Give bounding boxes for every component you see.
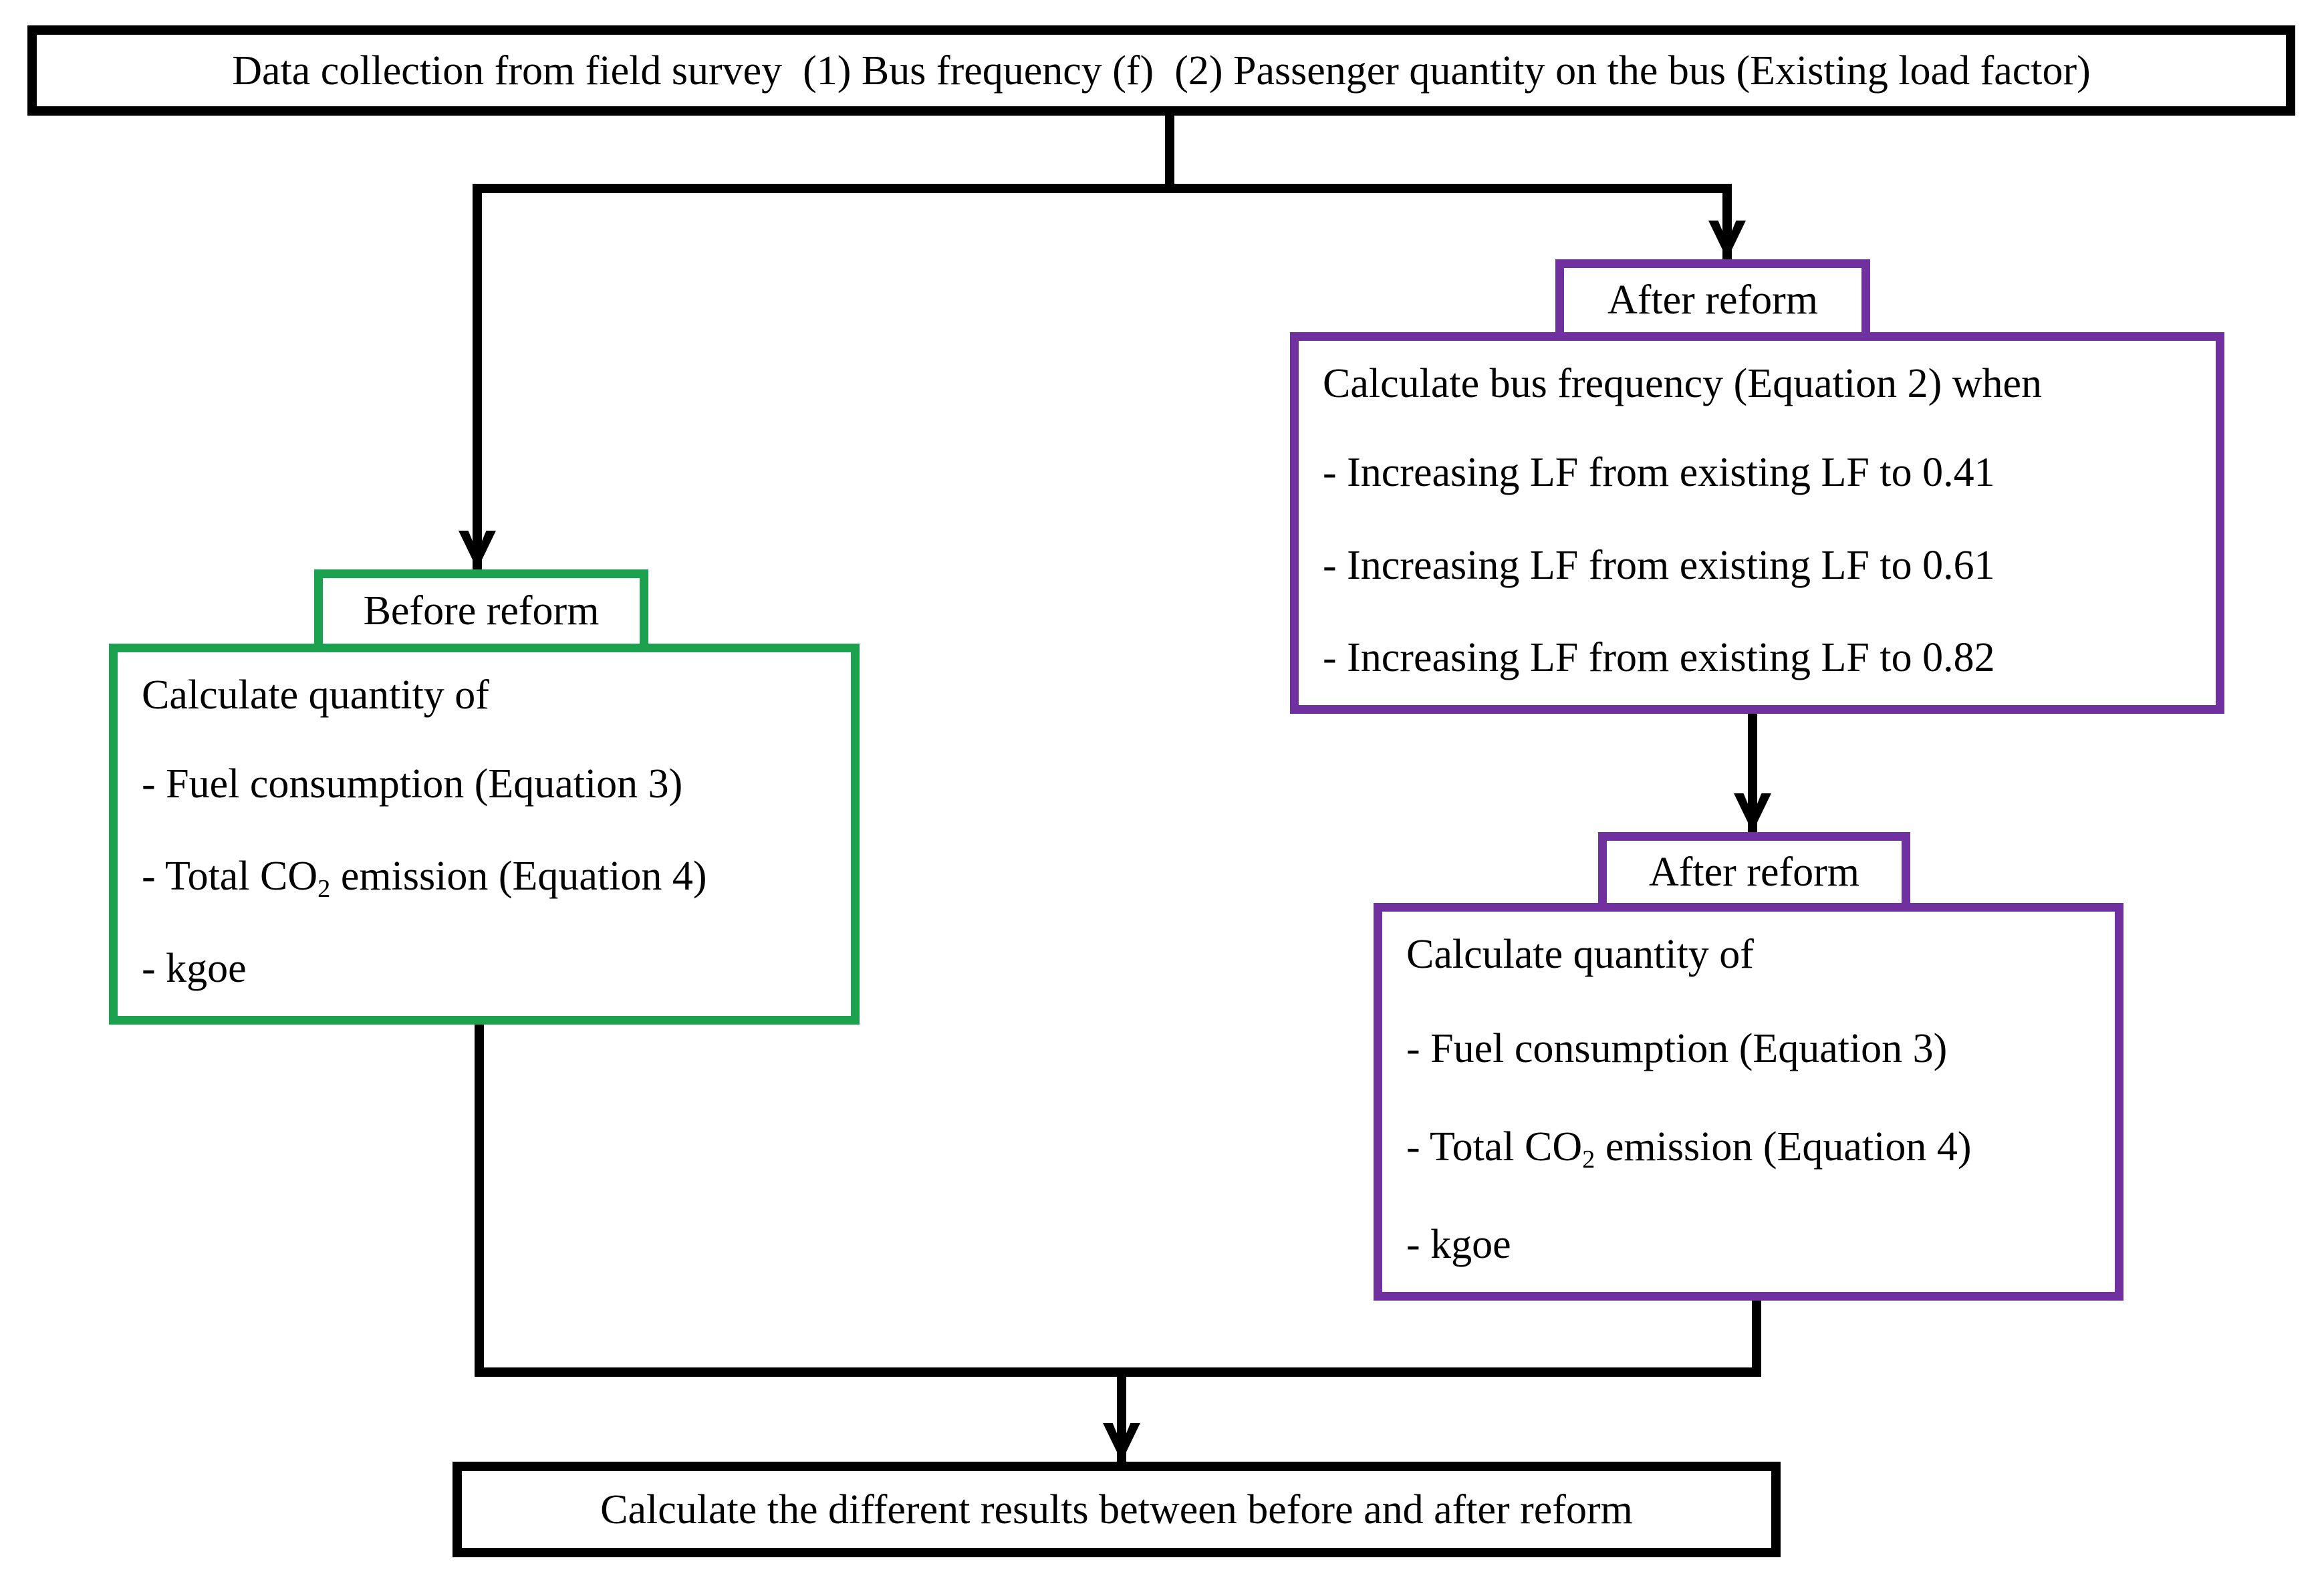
after-reform-tab-2-label: After reform <box>1649 849 1859 895</box>
box-title: Calculate quantity of <box>1406 932 1754 977</box>
connector-after2-down <box>1752 1301 1761 1377</box>
list-item: - Fuel consumption (Equation 3) <box>1406 1026 1948 1072</box>
box-title: Calculate bus frequency (Equation 2) whe… <box>1323 361 2043 406</box>
connector-left-branch <box>473 184 482 569</box>
connector-split-horizontal <box>473 184 1732 193</box>
list-item: - Fuel consumption (Equation 3) <box>142 761 683 807</box>
compare-results-box: Calculate the different results between … <box>453 1462 1781 1557</box>
after-reform-box-1: Calculate bus frequency (Equation 2) whe… <box>1290 332 2224 714</box>
list-item: - kgoe <box>142 946 247 992</box>
list-item: - kgoe <box>1406 1222 1511 1268</box>
list-item: - Total CO2 emission (Equation 4) <box>142 853 707 903</box>
compare-results-label: Calculate the different results between … <box>600 1486 1633 1533</box>
after-reform-box-2: Calculate quantity of - Fuel consumption… <box>1374 903 2123 1301</box>
list-item: - Increasing LF from existing LF to 0.82 <box>1323 635 1995 681</box>
before-reform-tab: Before reform <box>314 569 648 644</box>
connector-after1-to-after2 <box>1748 714 1757 832</box>
box-title: Calculate quantity of <box>142 672 489 718</box>
connector-merge-horizontal <box>475 1367 1761 1377</box>
data-collection-box: Data collection from field survey (1) Bu… <box>27 25 2295 116</box>
data-collection-label: Data collection from field survey (1) Bu… <box>232 47 2091 94</box>
list-item: - Total CO2 emission (Equation 4) <box>1406 1123 1972 1174</box>
after-reform-tab-1-label: After reform <box>1607 277 1818 323</box>
before-reform-tab-label: Before reform <box>363 588 600 634</box>
after-reform-tab-1: After reform <box>1555 259 1870 332</box>
connector-before-down <box>475 1025 484 1377</box>
before-reform-box: Calculate quantity of - Fuel consumption… <box>109 644 860 1025</box>
list-item: - Increasing LF from existing LF to 0.41 <box>1323 450 1995 496</box>
list-item: - Increasing LF from existing LF to 0.61 <box>1323 542 1995 588</box>
after-reform-tab-2: After reform <box>1598 832 1910 903</box>
connector-top-stem <box>1165 116 1174 193</box>
